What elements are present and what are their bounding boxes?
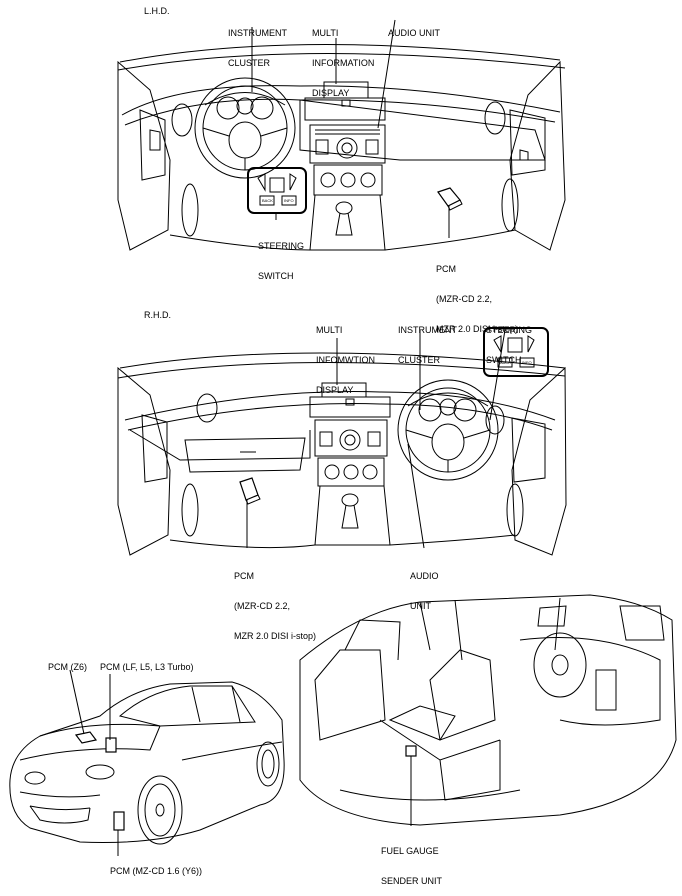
lhd-section-label: L.H.D. [144,6,170,16]
pcm-lf-module [105,737,117,753]
cabin-outline [299,594,677,826]
interior-cutaway-illustration [299,594,677,826]
rhd-pcm-module [239,477,259,501]
rhd-switch-back-text: BACK [500,360,511,365]
lhd-steering-wheel [194,77,296,179]
fuel-gauge-sender-unit-label: FUEL GAUGE SENDER UNIT [381,846,443,886]
lhd-instrument-cluster-label: INSTRUMENT CLUSTER [228,28,287,68]
pcm-z6-label: PCM (Z6) [48,662,87,672]
pcm-lf-l5-l3-label: PCM (LF, L5, L3 Turbo) [100,662,194,672]
sun-visor-right [619,605,665,641]
front-wheel [137,775,183,845]
fuel-gauge-sender-unit [405,745,417,757]
pcm-z6-module [74,731,98,744]
lhd-dashboard-illustration [117,19,566,251]
rhd-steering-switch-inset [483,327,549,377]
rhd-section-label: R.H.D. [144,310,171,320]
car-body-outline [9,681,285,843]
rhd-instrument-cluster [407,392,489,422]
lhd-audio-unit [309,124,386,164]
pcm-mz-cd-y6-label: PCM (MZ-CD 1.6 (Y6)) [110,866,202,876]
rhd-instrument-cluster-label: INSTRUMENT CLUSTER [398,325,457,365]
lhd-right-door [509,60,566,251]
rhd-steering-wheel [397,379,499,481]
rhd-left-door [117,366,171,556]
lhd-switch-info-text: INFO [284,198,294,203]
rear-wheel [256,741,280,787]
rhd-steering-switch-label: STEERING SWITCH [486,325,533,365]
lhd-steering-switch-inset [247,167,307,214]
rhd-multi-information-display-label: MULTI INFOMWTION DISPLAY [316,325,375,395]
lhd-pcm-label: PCM (MZR-CD 2.2, MZR 2.0 DISI i-stop) [436,264,519,334]
rhd-dashboard-illustration [117,327,567,556]
lhd-pcm-module [437,187,461,207]
lhd-multi-information-display-label: MULTI INFORMATION DISPLAY [312,28,375,98]
lhd-left-door [117,60,171,251]
lhd-switch-back-text: BACK [262,198,273,203]
rhd-switch-info-text: INFO [522,360,532,365]
rhd-audio-unit-label: AUDIO UNIT [410,571,439,611]
exterior-car-illustration [9,669,285,856]
rhd-right-door [511,366,567,556]
rhd-pcm-label: PCM (MZR-CD 2.2, MZR 2.0 DISI i-stop) [234,571,317,641]
lhd-steering-switch-label: STEERING SWITCH [258,241,305,281]
pcm-y6-module [113,811,125,831]
lhd-audio-unit-label: AUDIO UNIT [388,28,441,38]
rhd-audio-unit [314,419,388,457]
lhd-instrument-cluster [204,92,286,120]
